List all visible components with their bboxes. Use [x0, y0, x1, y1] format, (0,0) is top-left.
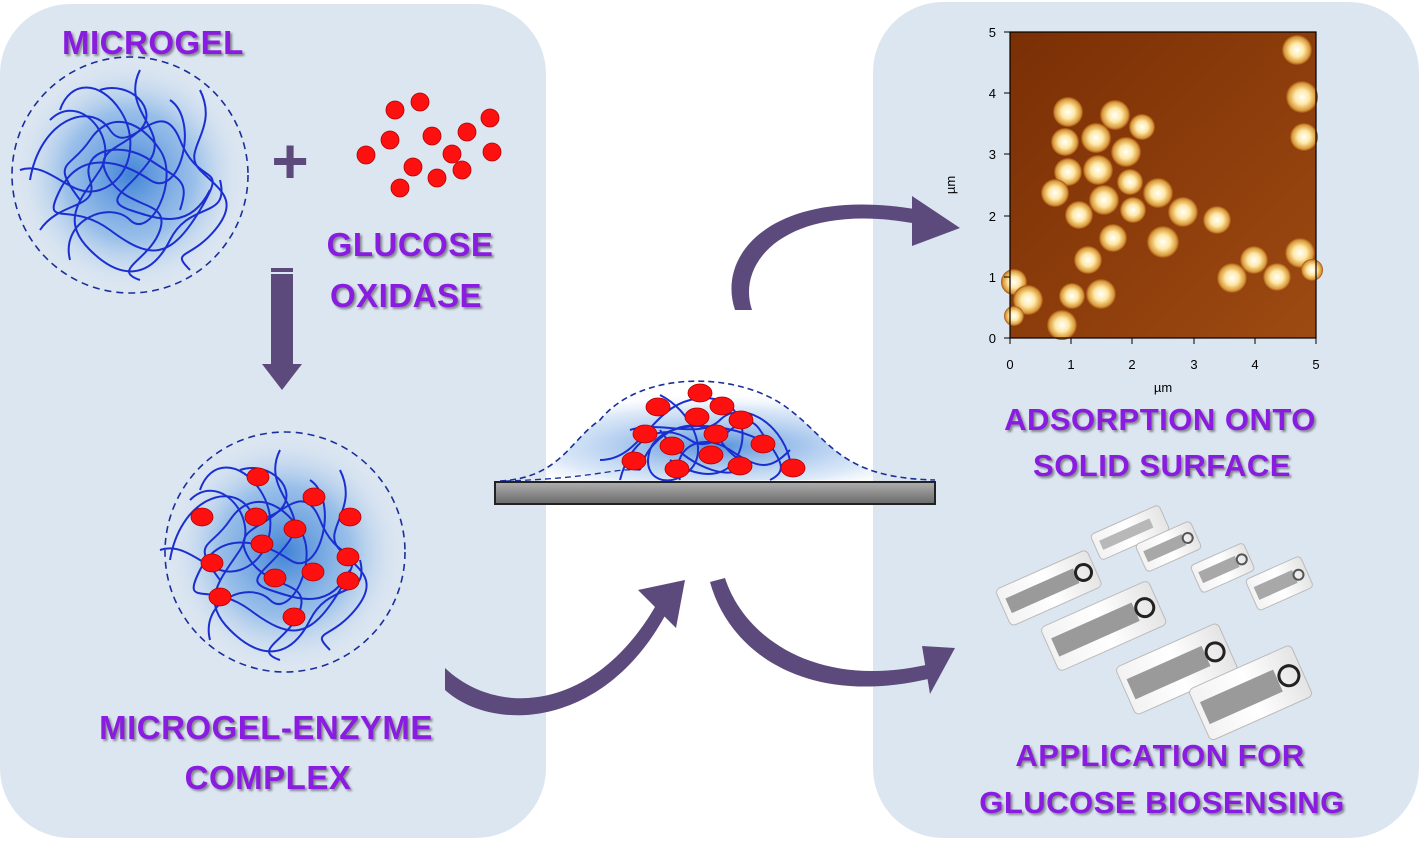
application-label-line2: GLUCOSE BIOSENSING [979, 785, 1345, 820]
glucose-oxidase-label-line1: GLUCOSE [326, 226, 494, 263]
solid-substrate [494, 481, 936, 505]
y-tick-3: 3 [989, 147, 996, 162]
x-tick-5: 5 [1312, 357, 1319, 372]
complex-label-line2: COMPLEX [184, 759, 352, 796]
afm-axis-ticks [1004, 31, 1317, 344]
adsorbed-microgel-on-surface [494, 380, 936, 505]
x-tick-2: 2 [1128, 357, 1135, 372]
adsorption-label-line1: ADSORPTION ONTO [1004, 402, 1316, 437]
x-tick-3: 3 [1190, 357, 1197, 372]
y-tick-2: 2 [989, 209, 996, 224]
application-label-line1: APPLICATION FOR [1015, 738, 1305, 773]
arrow-complex-to-surface-icon [445, 580, 685, 716]
glucose-oxidase-molecules [356, 92, 502, 198]
y-tick-0: 0 [989, 331, 996, 346]
y-tick-1: 1 [989, 270, 996, 285]
down-arrow-icon [262, 268, 302, 390]
afm-particles [1001, 35, 1323, 340]
y-tick-5: 5 [989, 25, 996, 40]
complex-label-line1: MICROGEL-ENZYME [99, 709, 433, 746]
plus-symbol: + [271, 125, 308, 197]
x-tick-1: 1 [1067, 357, 1074, 372]
y-axis-unit: µm [943, 176, 958, 194]
y-tick-4: 4 [989, 86, 996, 101]
glucose-oxidase-label-line2: OXIDASE [329, 277, 483, 314]
glucose-biosensor-strips [996, 505, 1313, 741]
microgel-label: MICROGEL [62, 24, 244, 61]
microgel-particle [11, 56, 249, 294]
x-tick-4: 4 [1251, 357, 1258, 372]
x-axis-unit: µm [1154, 380, 1172, 395]
arrow-surface-to-afm-icon [731, 196, 960, 310]
x-tick-0: 0 [1006, 357, 1013, 372]
adsorption-label-line2: SOLID SURFACE [1033, 448, 1291, 483]
microgel-enzyme-complex [159, 431, 406, 673]
afm-image: 0 1 2 3 4 5 0 1 2 3 4 5 µm µm [943, 25, 1323, 395]
arrow-surface-to-biosensor-icon [710, 578, 955, 694]
